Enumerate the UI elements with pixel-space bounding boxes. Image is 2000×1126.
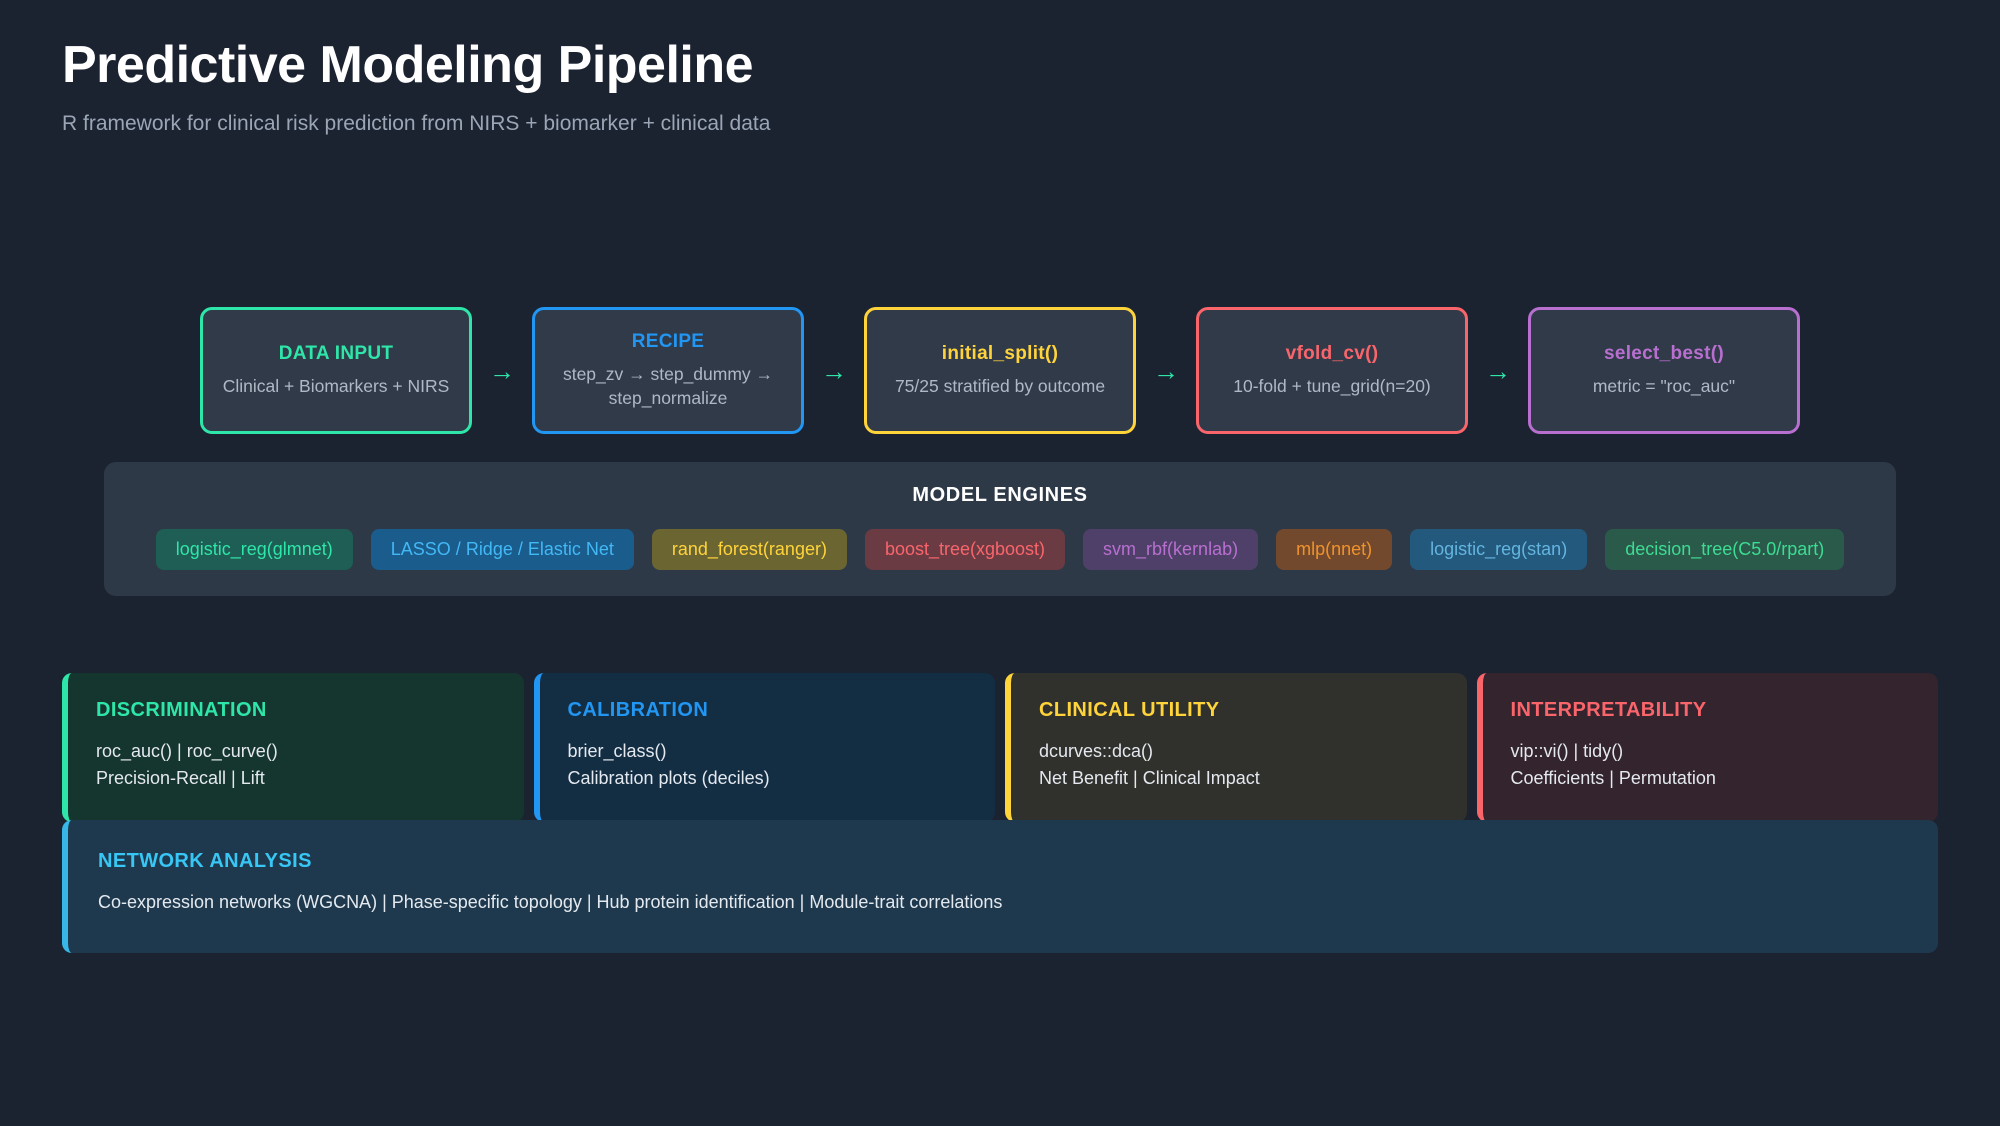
evaluation-card-title: INTERPRETABILITY bbox=[1510, 699, 1707, 721]
pipeline-row: DATA INPUT Clinical + Biomarkers + NIRS → R… bbox=[62, 307, 1938, 434]
pipeline-step-title: select_best() bbox=[1603, 342, 1725, 364]
evaluation-card[interactable]: CALIBRATION brier_class() Calibration plot… bbox=[533, 673, 995, 822]
model-engine-chip[interactable]: rand_forest(ranger) bbox=[651, 529, 847, 570]
model-engine-chip[interactable]: LASSO / Ridge / Elastic Net bbox=[370, 529, 634, 570]
model-engine-chip[interactable]: boost_tree(xgboost) bbox=[864, 529, 1066, 570]
evaluation-card-line: Precision-Recall | Lift bbox=[96, 768, 265, 788]
evaluation-card-title: CALIBRATION bbox=[567, 699, 709, 721]
pipeline-arrow-icon: → bbox=[821, 355, 847, 386]
evaluation-card-line: vip::vi() | tidy() bbox=[1510, 741, 1624, 761]
page-subtitle: R framework for clinical risk prediction… bbox=[62, 112, 771, 136]
model-engine-chip[interactable]: svm_rbf(kernlab) bbox=[1083, 529, 1259, 570]
model-engines-title: MODEL ENGINES bbox=[912, 484, 1088, 506]
pipeline-step-subtitle: step_zv → step_dummy → step_normalize bbox=[562, 364, 774, 408]
pipeline-arrow-icon: → bbox=[1153, 355, 1179, 386]
pipeline-step-title: RECIPE bbox=[631, 331, 705, 353]
page-header: Predictive Modeling Pipeline R framework… bbox=[62, 36, 770, 136]
network-analysis-banner: NETWORK ANALYSIS Co-expression networks … bbox=[62, 820, 1938, 953]
page-title: Predictive Modeling Pipeline bbox=[62, 36, 754, 94]
evaluation-card-line: brier_class() bbox=[567, 741, 667, 761]
pipeline-step-2[interactable]: RECIPE step_zv → step_dummy → step_normal… bbox=[532, 307, 804, 434]
network-analysis-title: NETWORK ANALYSIS bbox=[98, 850, 312, 872]
model-engine-chip-list: logistic_reg(glmnet) LASSO / Ridge / Elas… bbox=[128, 529, 1872, 570]
pipeline-arrow-icon: → bbox=[1485, 355, 1511, 386]
pipeline-step-5[interactable]: select_best()metric = "roc_auc" bbox=[1528, 307, 1800, 434]
evaluation-card-title: DISCRIMINATION bbox=[96, 699, 267, 721]
pipeline-step-subtitle: metric = "roc_auc" bbox=[1592, 375, 1736, 396]
evaluation-card[interactable]: DISCRIMINATION roc_auc() | roc_curve() Pre… bbox=[62, 673, 524, 822]
pipeline-step-title: vfold_cv() bbox=[1285, 342, 1379, 364]
model-engines-panel: MODEL ENGINES logistic_reg(glmnet) LASSO … bbox=[104, 462, 1896, 596]
evaluation-card-title: CLINICAL UTILITY bbox=[1039, 699, 1220, 721]
pipeline-step-1[interactable]: DATA INPUT Clinical + Biomarkers + NIRS bbox=[200, 307, 472, 434]
model-engine-chip[interactable]: logistic_reg(glmnet) bbox=[155, 529, 353, 570]
evaluation-card-line: roc_auc() | roc_curve() bbox=[96, 741, 278, 761]
evaluation-card-line: Coefficients | Permutation bbox=[1510, 768, 1716, 788]
model-engine-chip[interactable]: decision_tree(C5.0/rpart) bbox=[1605, 529, 1845, 570]
pipeline-step-subtitle: Clinical + Biomarkers + NIRS bbox=[222, 375, 450, 396]
pipeline-step-subtitle: 75/25 stratified by outcome bbox=[894, 375, 1106, 396]
model-engine-chip[interactable]: logistic_reg(stan) bbox=[1410, 529, 1588, 570]
pipeline-step-title: initial_split() bbox=[941, 342, 1059, 364]
pipeline-step-title: DATA INPUT bbox=[278, 342, 394, 364]
pipeline-step-subtitle: 10-fold + tune_grid(n=20) bbox=[1233, 375, 1431, 396]
pipeline-step-3[interactable]: initial_split() 75/25 stratified by outco… bbox=[864, 307, 1136, 434]
evaluation-card-line: dcurves::dca() bbox=[1039, 741, 1154, 761]
evaluation-card-line: Net Benefit | Clinical Impact bbox=[1039, 768, 1260, 788]
pipeline-step-4[interactable]: vfold_cv() 10-fold + tune_grid(n=20) bbox=[1196, 307, 1468, 434]
evaluation-card-line: Calibration plots (deciles) bbox=[567, 768, 770, 788]
evaluation-card-row: DISCRIMINATION roc_auc() | roc_curve() Pre… bbox=[62, 673, 1938, 822]
network-analysis-body: Co-expression networks (WGCNA) | Phase-s… bbox=[98, 892, 1003, 912]
pipeline-arrow-icon: → bbox=[489, 355, 515, 386]
model-engine-chip[interactable]: mlp(nnet) bbox=[1276, 529, 1393, 570]
